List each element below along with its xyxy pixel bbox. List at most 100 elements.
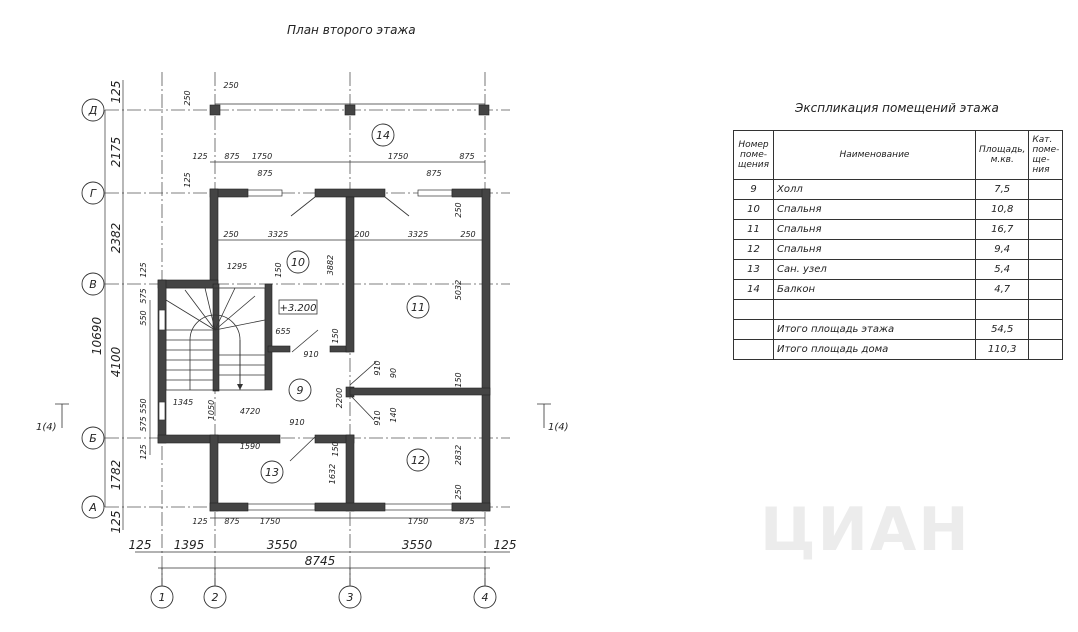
cell-area: 5,4 [974, 259, 1030, 280]
dimension-label: 150 [274, 262, 283, 277]
room-number: 11 [411, 301, 425, 314]
axis-label-col: 1 [159, 591, 166, 604]
dimension-label: 250 [223, 81, 238, 90]
section-mark-right: 1(4) [537, 403, 569, 433]
header-area: Площадь, м.кв. [974, 130, 1030, 180]
dimension-label: 125 [192, 152, 207, 161]
dimension-lines [104, 80, 510, 569]
cell-name: Спальня [773, 219, 976, 240]
room-marker [288, 378, 312, 402]
plan-title: План второго этажа [287, 23, 416, 37]
dimension-label: 125 [129, 538, 152, 552]
room-marker [406, 295, 430, 319]
room-marker [406, 448, 430, 472]
dimension-label: 1295 [227, 262, 247, 271]
dimension-label: 1395 [174, 538, 205, 552]
section-mark-left: 1(4) [36, 403, 69, 433]
dimension-label: 125 [183, 172, 192, 187]
dimension-label: 875 [426, 169, 441, 178]
dimension-label: 125 [109, 81, 123, 104]
cell-num: 9 [733, 179, 774, 200]
cell-category [1028, 279, 1064, 300]
table-row-total-house: Итого площадь дома 110,3 [733, 339, 1064, 360]
cell-category [1028, 179, 1064, 200]
cell-name: Спальня [773, 199, 976, 220]
dimension-label: 150 [331, 441, 340, 456]
dimension-label: 875 [459, 517, 474, 526]
table-header: Номер поме-щения Наименование Площадь, м… [733, 130, 1064, 180]
cell-area: 16,7 [974, 219, 1030, 240]
dimension-label: 550 [139, 398, 148, 413]
room-marker [260, 460, 284, 484]
dimension-label: 655 [275, 327, 290, 336]
cell-num: 10 [733, 199, 774, 220]
axis-bubble [81, 426, 105, 450]
axis-label-row: Б [89, 432, 97, 445]
room-number: 14 [376, 129, 390, 142]
cell-name: Холл [773, 179, 976, 200]
cell-area: 10,8 [974, 199, 1030, 220]
dimension-label: 910 [289, 418, 304, 427]
dimension-label: 150 [331, 328, 340, 343]
dimension-label: 1750 [388, 152, 408, 161]
section-label-left: 1(4) [36, 422, 57, 433]
dimension-label: 250 [454, 484, 463, 499]
dimension-label: 5032 [454, 280, 463, 300]
dimension-label: 3325 [268, 230, 288, 239]
dimension-label: 10690 [90, 317, 104, 356]
watermark-logo: ЦИАН [760, 495, 971, 565]
axis-label-row: Д [88, 104, 98, 117]
axis-bubble [81, 272, 105, 296]
cell-area: 4,7 [974, 279, 1030, 300]
dimension-label: 1050 [207, 400, 216, 420]
dimension-label: 125 [192, 517, 207, 526]
dimension-label: 90 [389, 368, 398, 378]
dimension-label: 3882 [326, 255, 335, 275]
axis-bubble [150, 585, 174, 609]
explication-table: Номер поме-щения Наименование Площадь, м… [733, 130, 1064, 360]
dimension-label: 3550 [402, 538, 433, 552]
dimension-label: 140 [389, 407, 398, 422]
dimension-label: 875 [224, 517, 239, 526]
room-marker [286, 250, 310, 274]
cell-category [1028, 219, 1064, 240]
dimension-label: 8745 [305, 554, 336, 568]
table-row-empty [733, 299, 1064, 320]
cell-category [1028, 239, 1064, 260]
dimension-label: 125 [494, 538, 517, 552]
dimension-label: 125 [139, 444, 148, 459]
dimension-label: 910 [373, 410, 382, 425]
header-number: Номер поме-щения [733, 130, 774, 180]
total-floor-label: Итого площадь этажа [773, 319, 976, 340]
total-floor-value: 54,5 [974, 319, 1030, 340]
header-name: Наименование [773, 130, 976, 180]
axis-label-row: А [88, 501, 97, 514]
cell-num: 13 [733, 259, 774, 280]
table-row-total-floor: Итого площадь этажа 54,5 [733, 319, 1064, 340]
room-number: 10 [291, 256, 305, 269]
dimension-label: 250 [223, 230, 238, 239]
dimension-label: 4720 [240, 407, 260, 416]
dimension-label: 910 [373, 360, 382, 375]
dimension-label: 2200 [335, 388, 344, 408]
cell-num: 12 [733, 239, 774, 260]
room-number: 9 [297, 384, 304, 397]
dimension-label: 4100 [109, 346, 123, 377]
dimension-label: 250 [460, 230, 475, 239]
axis-label-col: 2 [212, 591, 219, 604]
dimension-label: 3325 [408, 230, 428, 239]
dimension-label: 575 [139, 288, 148, 303]
cell-name: Сан. узел [773, 259, 976, 280]
level-mark: +3.200 [279, 303, 316, 314]
dimension-label: 200 [354, 230, 369, 239]
balcony-columns [209, 104, 490, 116]
header-category: Кат. поме-ще-ния [1028, 130, 1064, 180]
dimension-label: 550 [139, 310, 148, 325]
dimension-label: 3550 [267, 538, 298, 552]
